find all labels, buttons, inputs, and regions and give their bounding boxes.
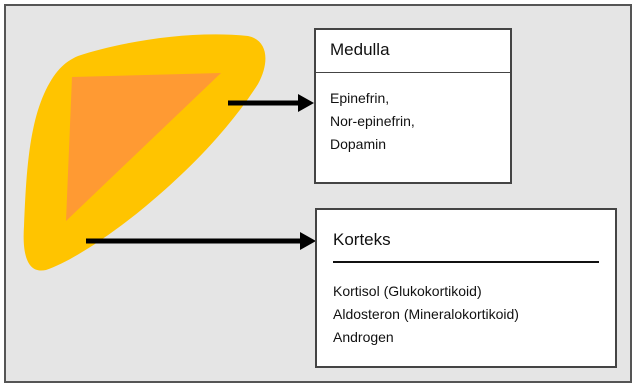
korteks-arrow-head [300,232,316,250]
korteks-divider [333,261,599,263]
medulla-divider [316,72,510,73]
medulla-arrow-head [298,94,314,112]
cortex-shape [23,34,266,271]
medulla-title: Medulla [330,40,390,59]
korteks-hormone-item: Aldosteron (Mineralokortikoid) [333,306,519,322]
korteks-title: Korteks [333,230,391,249]
medulla-hormone-item: Dopamin [330,136,387,152]
medulla-hormone-item: Nor-epinefrin, [330,113,415,129]
medulla-shape [66,73,221,221]
korteks-hormone-item: Androgen [333,329,394,345]
korteks-hormone-item: Kortisol (Glukokortikoid) [333,283,482,299]
medulla-hormone-list: Epinefrin, Nor-epinefrin, Dopamin [330,87,415,156]
medulla-hormone-item: Epinefrin, [330,90,390,106]
medulla-box: Medulla Epinefrin, Nor-epinefrin, Dopami… [314,28,512,184]
korteks-box: Korteks Kortisol (Glukokortikoid) Aldost… [315,208,617,368]
korteks-hormone-list: Kortisol (Glukokortikoid) Aldosteron (Mi… [333,280,519,349]
